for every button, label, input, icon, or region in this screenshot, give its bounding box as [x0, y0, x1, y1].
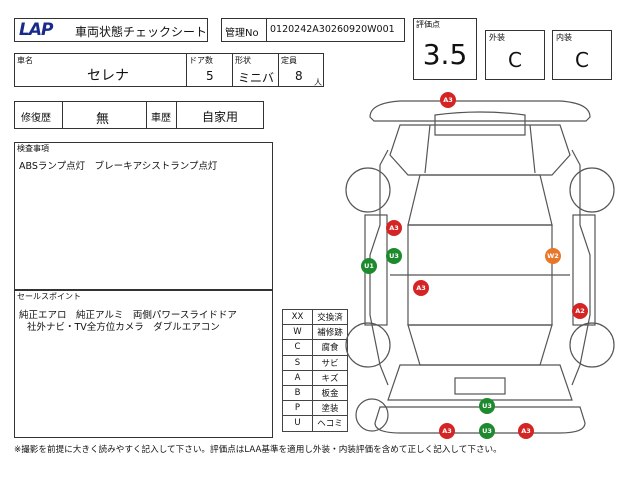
doors-box: ドア数 5 [186, 53, 233, 87]
exterior-value: C [508, 48, 522, 72]
damage-marker: U1 [361, 258, 377, 274]
car-diagram [345, 100, 615, 434]
capacity-value: 8 [295, 69, 303, 83]
damage-marker: A3 [440, 92, 456, 108]
damage-marker: A3 [518, 423, 534, 439]
doors-label: ドア数 [189, 56, 213, 65]
front-bumper-outline [369, 100, 591, 122]
damage-marker: A2 [572, 303, 588, 319]
rear-body-outline [387, 364, 573, 401]
logo: LAP [19, 20, 53, 40]
rear-bumper-outline [374, 406, 586, 434]
footer-note: ※撮影を前提に大きく読みやすく記入して下さい。評価点はLAA基準を適用し外装・内… [14, 445, 502, 455]
capacity-box: 定員 8 人 [278, 53, 324, 87]
interior-value: C [575, 48, 589, 72]
rear-left-wheel [345, 322, 391, 368]
damage-marker: U3 [479, 423, 495, 439]
exterior-score-box: 外装 C [485, 30, 545, 80]
damage-marker: U3 [386, 248, 402, 264]
capacity-label: 定員 [281, 56, 297, 65]
mgmt-box: 管理No 0120242A30260920W001 [221, 18, 405, 42]
interior-score-box: 内装 C [552, 30, 612, 80]
logo-box: LAP 車両状態チェックシート [14, 18, 208, 42]
front-body-outline [389, 124, 571, 176]
inspection-box: 検査事項 ABSランプ点灯 ブレーキアシストランプ点灯 [14, 142, 273, 290]
windshield-outline [407, 174, 553, 226]
legend-code: S [282, 354, 313, 371]
damage-marker: A3 [386, 220, 402, 236]
left-side-outline [369, 149, 389, 386]
sales-label: セールスポイント [17, 292, 81, 301]
inspection-label: 検査事項 [17, 144, 49, 153]
shape-label: 形状 [235, 56, 251, 65]
sales-line-1: 純正エアロ 純正アルミ 両側パワースライドドア [19, 310, 237, 321]
legend-meaning: 板金 [312, 384, 348, 402]
front-right-wheel [569, 167, 615, 213]
usage-value: 自家用 [202, 110, 239, 124]
spare-tire [355, 398, 389, 432]
vehicle-name-box: 車名 セレナ [14, 53, 187, 87]
legend-code: B [282, 384, 313, 402]
sales-line-2: 社外ナビ・TV全方位カメラ ダブルエアコン [27, 322, 220, 333]
right-side-outline [571, 149, 591, 386]
repair-label: 修復歴 [21, 113, 51, 124]
total-score-label: 評価点 [416, 20, 440, 29]
shape-box: 形状 ミニバ [232, 53, 279, 87]
total-score-box: 評価点 3.5 [413, 18, 477, 80]
repair-value: 無 [96, 112, 110, 127]
inspection-text: ABSランプ点灯 ブレーキアシストランプ点灯 [19, 161, 218, 172]
front-grille-outline [434, 111, 526, 136]
shape-value: ミニバ [238, 71, 275, 85]
legend-meaning: キズ [312, 369, 348, 386]
exterior-label: 外装 [489, 33, 505, 42]
legend-code: P [282, 400, 313, 417]
total-score-value: 3.5 [422, 37, 468, 71]
damage-marker: W2 [545, 248, 561, 264]
legend-code: W [282, 324, 313, 341]
capacity-unit: 人 [314, 78, 322, 87]
damage-marker: A3 [413, 280, 429, 296]
sales-box: セールスポイント 純正エアロ 純正アルミ 両側パワースライドドア 社外ナビ・TV… [14, 290, 273, 438]
legend-code: XX [282, 308, 313, 326]
rear-window-outline [407, 324, 553, 366]
legend-code: A [282, 369, 313, 386]
sheet-title: 車両状態チェックシート [75, 25, 208, 39]
rear-right-wheel [569, 322, 615, 368]
usage-label: 車歴 [151, 113, 171, 124]
history-box: 修復歴 無 車歴 自家用 [14, 101, 264, 129]
doors-value: 5 [206, 69, 214, 83]
rear-plate-outline [454, 377, 506, 395]
legend-meaning: ヘコミ [312, 415, 348, 432]
legend-code: U [282, 415, 313, 432]
damage-marker: A3 [439, 423, 455, 439]
vehicle-name-value: セレナ [87, 68, 129, 84]
mgmt-label: 管理No [225, 28, 259, 39]
interior-label: 内装 [556, 33, 572, 42]
mgmt-value: 0120242A30260920W001 [270, 24, 395, 35]
legend-code: C [282, 339, 313, 356]
vehicle-name-label: 車名 [17, 56, 33, 65]
front-left-wheel [345, 167, 391, 213]
damage-marker: U3 [479, 398, 495, 414]
